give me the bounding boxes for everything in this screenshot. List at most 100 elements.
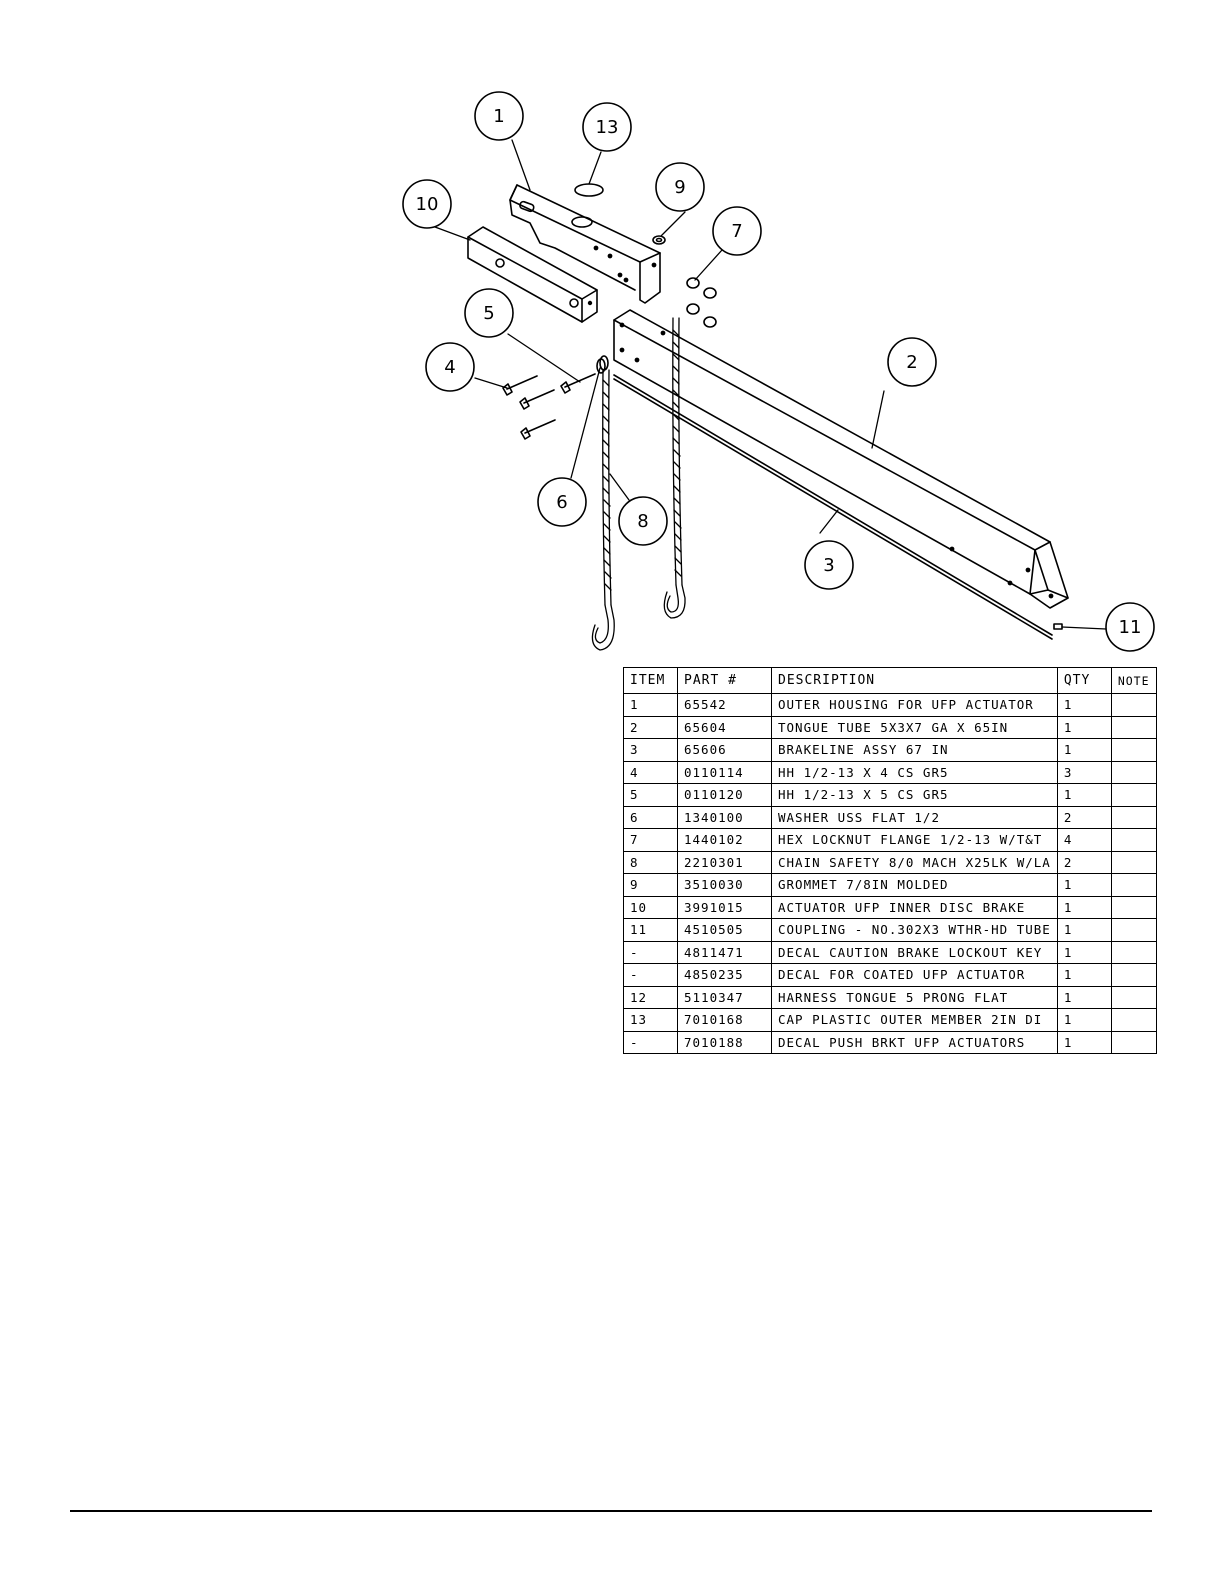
- bom-cell-part: 4510505: [677, 918, 772, 942]
- outer-housing-part: [509, 184, 661, 304]
- bom-cell-part: 5110347: [677, 985, 772, 1009]
- bom-cell-part: 4850235: [677, 963, 772, 987]
- bom-cell-qty: 1: [1056, 715, 1112, 739]
- bom-cell-item: 3: [623, 738, 678, 762]
- bom-cell-description: CAP PLASTIC OUTER MEMBER 2IN DI: [771, 1008, 1058, 1032]
- bom-cell-part: 4811471: [677, 940, 772, 964]
- bom-cell-description: COUPLING - NO.302X3 WTHR-HD TUBE: [771, 918, 1058, 942]
- bom-cell-qty: 1: [1056, 693, 1112, 717]
- bom-cell-description: DECAL PUSH BRKT UFP ACTUATORS: [771, 1030, 1058, 1054]
- bom-cell-note: [1110, 918, 1157, 942]
- svg-text:13: 13: [596, 117, 619, 138]
- bom-cell-item: 13: [623, 1008, 678, 1032]
- bom-cell-note: [1110, 693, 1157, 717]
- bom-cell-note: [1110, 895, 1157, 919]
- bom-cell-qty: 1: [1056, 963, 1112, 987]
- callout-balloon-13: 13: [582, 102, 632, 152]
- bom-cell-qty: 1: [1056, 873, 1112, 897]
- svg-text:8: 8: [637, 511, 648, 532]
- bom-cell-item: 1: [623, 693, 678, 717]
- bom-cell-part: 65604: [677, 715, 772, 739]
- bom-cell-item: 5: [623, 783, 678, 807]
- svg-text:4: 4: [444, 357, 455, 378]
- svg-text:1: 1: [493, 106, 504, 127]
- plastic-cap-part: [574, 183, 604, 197]
- bom-cell-note: [1110, 1008, 1157, 1032]
- bom-cell-description: TONGUE TUBE 5X3X7 GA X 65IN: [771, 715, 1058, 739]
- bom-cell-qty: 1: [1056, 985, 1112, 1009]
- callout-balloon-9: 9: [655, 162, 705, 212]
- bom-cell-note: [1110, 738, 1157, 762]
- inner-actuator-part: [467, 226, 598, 323]
- bom-cell-description: HARNESS TONGUE 5 PRONG FLAT: [771, 985, 1058, 1009]
- bom-cell-part: 3510030: [677, 873, 772, 897]
- bom-header-qty: QTY: [1056, 667, 1112, 694]
- bom-cell-item: -: [623, 1030, 678, 1054]
- grommet-part: [652, 235, 666, 245]
- bom-cell-note: [1110, 963, 1157, 987]
- brakeline-part: [613, 374, 1053, 640]
- svg-text:10: 10: [416, 194, 439, 215]
- callout-balloon-11: 11: [1105, 602, 1155, 652]
- bom-cell-qty: 2: [1056, 850, 1112, 874]
- bom-cell-part: 65542: [677, 693, 772, 717]
- bom-cell-item: 12: [623, 985, 678, 1009]
- bom-cell-part: 0110114: [677, 760, 772, 784]
- bom-header-note: NOTE: [1110, 667, 1157, 694]
- bom-cell-description: HEX LOCKNUT FLANGE 1/2-13 W/T&T: [771, 828, 1058, 852]
- bom-cell-note: [1110, 940, 1157, 964]
- bom-cell-description: CHAIN SAFETY 8/0 MACH X25LK W/LA: [771, 850, 1058, 874]
- bom-cell-description: OUTER HOUSING FOR UFP ACTUATOR: [771, 693, 1058, 717]
- bom-cell-qty: 1: [1056, 1008, 1112, 1032]
- bom-cell-part: 65606: [677, 738, 772, 762]
- bom-cell-note: [1110, 1030, 1157, 1054]
- bom-header-row: ITEM PART # DESCRIPTION QTY NOTE: [623, 667, 1157, 694]
- bom-cell-description: GROMMET 7/8IN MOLDED: [771, 873, 1058, 897]
- bom-cell-qty: 3: [1056, 760, 1112, 784]
- bom-cell-part: 0110120: [677, 783, 772, 807]
- bom-cell-part: 3991015: [677, 895, 772, 919]
- bom-cell-description: ACTUATOR UFP INNER DISC BRAKE: [771, 895, 1058, 919]
- bom-cell-note: [1110, 850, 1157, 874]
- bom-cell-note: [1110, 783, 1157, 807]
- callout-balloon-10: 10: [402, 179, 452, 229]
- bom-cell-description: HH 1/2-13 X 5 CS GR5: [771, 783, 1058, 807]
- bom-cell-item: 2: [623, 715, 678, 739]
- svg-text:9: 9: [674, 177, 685, 198]
- bom-cell-qty: 2: [1056, 805, 1112, 829]
- bom-cell-item: -: [623, 940, 678, 964]
- bom-cell-note: [1110, 873, 1157, 897]
- bom-header-part: PART #: [677, 667, 772, 694]
- bom-cell-part: 7010188: [677, 1030, 772, 1054]
- bom-cell-description: HH 1/2-13 X 4 CS GR5: [771, 760, 1058, 784]
- bom-cell-part: 7010168: [677, 1008, 772, 1032]
- bom-header-item: ITEM: [623, 667, 678, 694]
- safety-chain-parts: [591, 317, 686, 651]
- bolt-parts: [502, 373, 596, 440]
- locknut-parts: [686, 277, 717, 328]
- callout-balloon-2: 2: [887, 337, 937, 387]
- bom-cell-item: -: [623, 963, 678, 987]
- callout-balloon-7: 7: [712, 206, 762, 256]
- callout-balloon-8: 8: [618, 496, 668, 546]
- bom-cell-description: DECAL CAUTION BRAKE LOCKOUT KEY: [771, 940, 1058, 964]
- coupling-part: [1053, 623, 1063, 630]
- callout-balloon-3: 3: [804, 540, 854, 590]
- tongue-tube-part: [613, 309, 1069, 609]
- bom-cell-qty: 1: [1056, 895, 1112, 919]
- svg-text:6: 6: [556, 492, 567, 513]
- bom-cell-qty: 1: [1056, 940, 1112, 964]
